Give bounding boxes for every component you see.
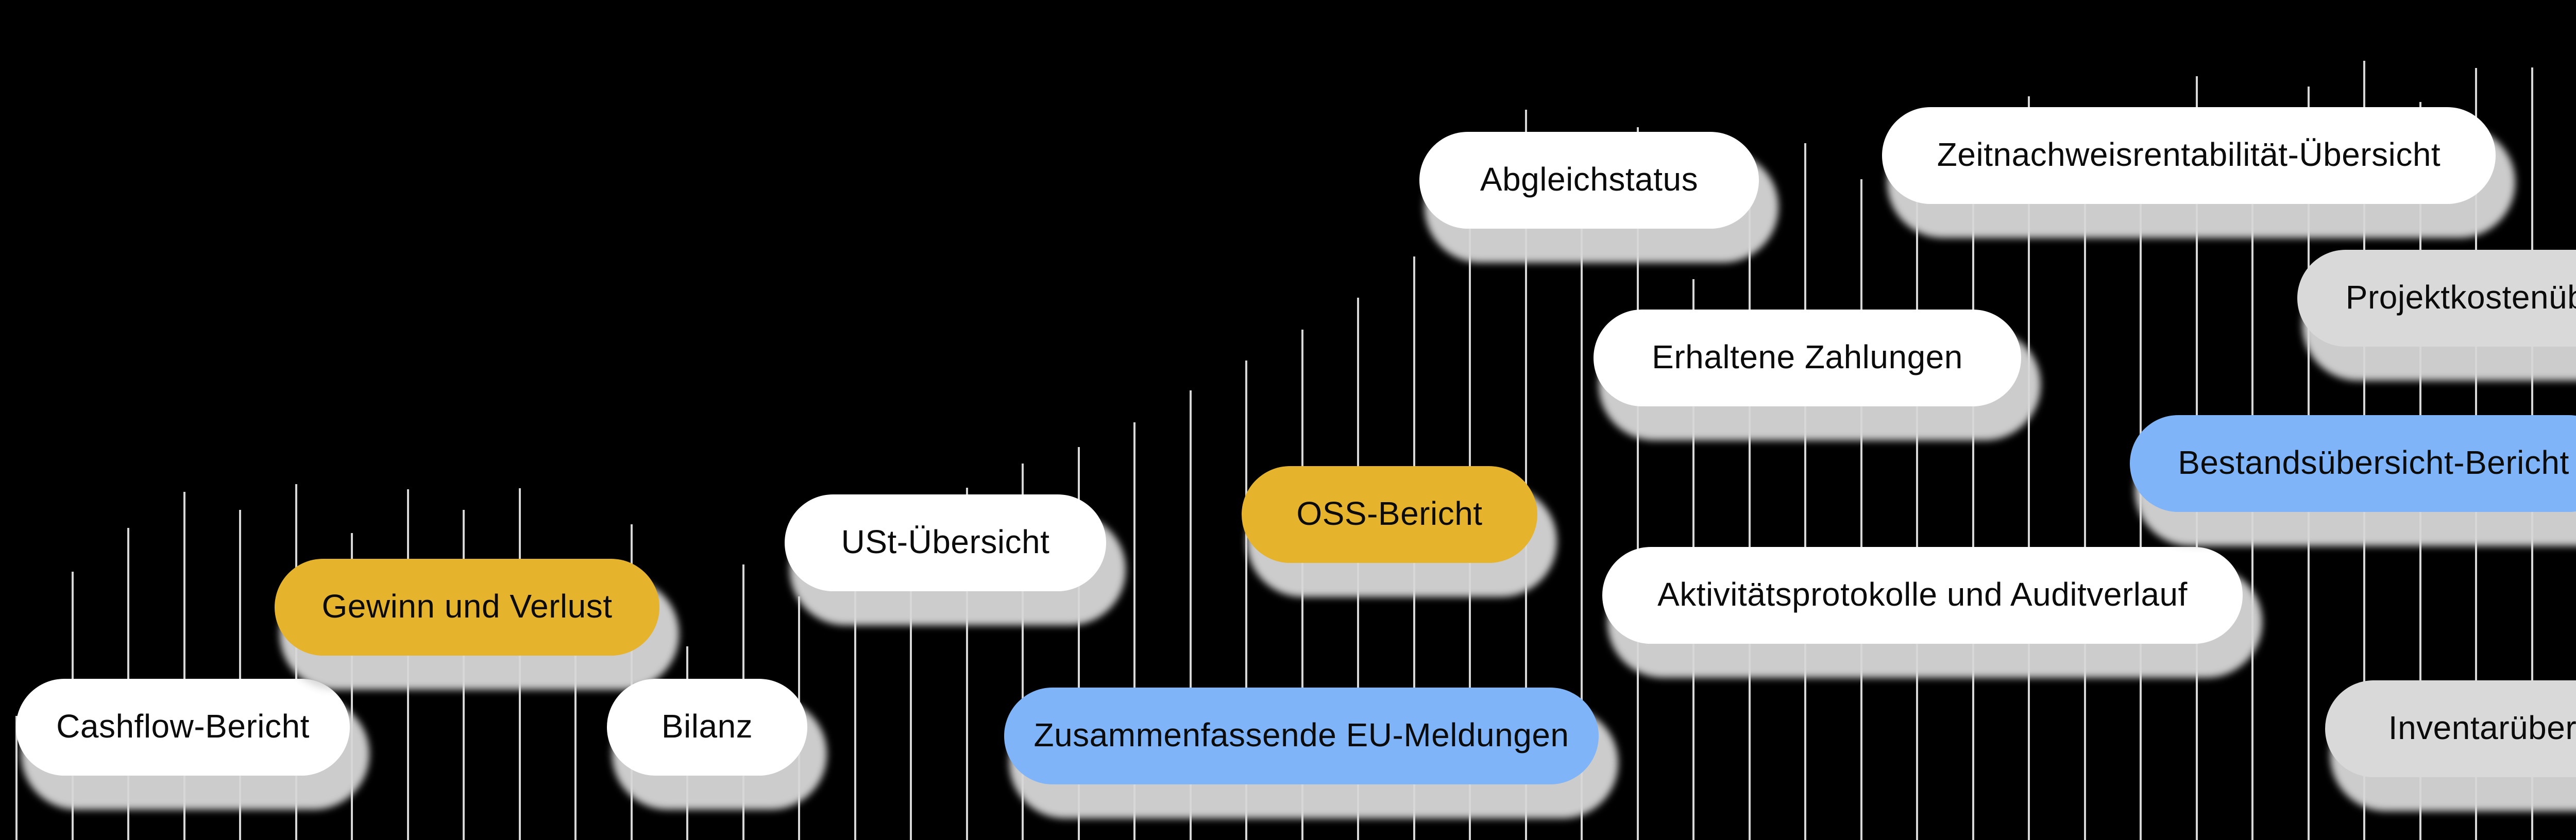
report-pill-label: Zeitnachweisrentabilität-Übersicht xyxy=(1937,136,2441,173)
background-line xyxy=(463,510,465,840)
background-line xyxy=(1637,127,1639,840)
background-line xyxy=(2028,96,2030,840)
background-line xyxy=(910,567,912,840)
report-pill-label: Erhaltene Zahlungen xyxy=(1652,338,1963,375)
report-pill-label: Inventarübersicht xyxy=(2388,709,2576,746)
background-line xyxy=(966,488,968,840)
report-pill-zusammenfassende-eu-meldungen: Zusammenfassende EU-Meldungen xyxy=(1004,688,1599,784)
report-pill-erhaltene-zahlungen: Erhaltene Zahlungen xyxy=(1594,310,2021,406)
background-line xyxy=(1133,422,1136,840)
report-pill-bilanz: Bilanz xyxy=(607,679,807,776)
background-line xyxy=(1804,143,1806,840)
background-line xyxy=(295,484,297,840)
background-line xyxy=(631,524,633,840)
report-pill-inventaruebersicht: Inventarübersicht xyxy=(2325,680,2576,777)
report-pill-gewinn-und-verlust: Gewinn und Verlust xyxy=(275,559,659,656)
background-line xyxy=(519,488,521,840)
report-pill-label: Abgleichstatus xyxy=(1480,161,1699,198)
background-line xyxy=(407,489,409,840)
background-line xyxy=(351,533,353,840)
background-line xyxy=(1581,155,1583,840)
background-line xyxy=(1749,165,1751,840)
background-line xyxy=(183,492,185,840)
background-line xyxy=(1357,298,1359,840)
report-pill-cashflow-bericht: Cashflow-Bericht xyxy=(16,679,350,776)
background-line xyxy=(1245,361,1247,840)
report-pill-aktivitaetsprotokolle-und-auditverlauf: Aktivitätsprotokolle und Auditverlauf xyxy=(1602,547,2243,644)
background-line xyxy=(1078,447,1080,840)
background-line xyxy=(1301,330,1303,840)
report-pill-label: Zusammenfassende EU-Meldungen xyxy=(1033,716,1569,753)
report-pill-abgleichstatus: Abgleichstatus xyxy=(1419,132,1759,229)
report-pill-label: Bilanz xyxy=(661,708,753,745)
background-line xyxy=(574,564,577,840)
report-pill-label: Projektkostenübersicht xyxy=(2345,279,2576,316)
background-line xyxy=(1022,464,1024,840)
report-pill-ust-uebersicht: USt-Übersicht xyxy=(785,494,1106,591)
report-pill-bestandsuebersicht-bericht: Bestandsübersicht-Bericht xyxy=(2130,415,2576,512)
background-line xyxy=(239,510,241,840)
report-pill-zeitnachweisrentabilitaet-uebersicht: Zeitnachweisrentabilität-Übersicht xyxy=(1882,107,2496,204)
report-pill-label: USt-Übersicht xyxy=(841,523,1050,560)
background-line xyxy=(2084,133,2086,840)
background-line xyxy=(1525,110,1527,840)
report-pill-label: Bestandsübersicht-Bericht xyxy=(2178,444,2569,481)
report-pill-projektkostenuebersicht: Projektkostenübersicht xyxy=(2297,250,2576,347)
background-line xyxy=(15,716,18,840)
background-line xyxy=(854,574,856,840)
background-line xyxy=(1972,153,1974,840)
report-pill-oss-bericht: OSS-Bericht xyxy=(1242,466,1537,563)
background-line xyxy=(1860,179,1862,840)
background-line xyxy=(1190,390,1192,840)
background-line xyxy=(1916,123,1918,840)
report-pill-label: Cashflow-Bericht xyxy=(56,708,310,745)
report-pill-label: Gewinn und Verlust xyxy=(321,588,613,625)
report-pill-label: Aktivitätsprotokolle und Auditverlauf xyxy=(1657,576,2188,613)
report-pill-label: OSS-Bericht xyxy=(1296,495,1483,532)
